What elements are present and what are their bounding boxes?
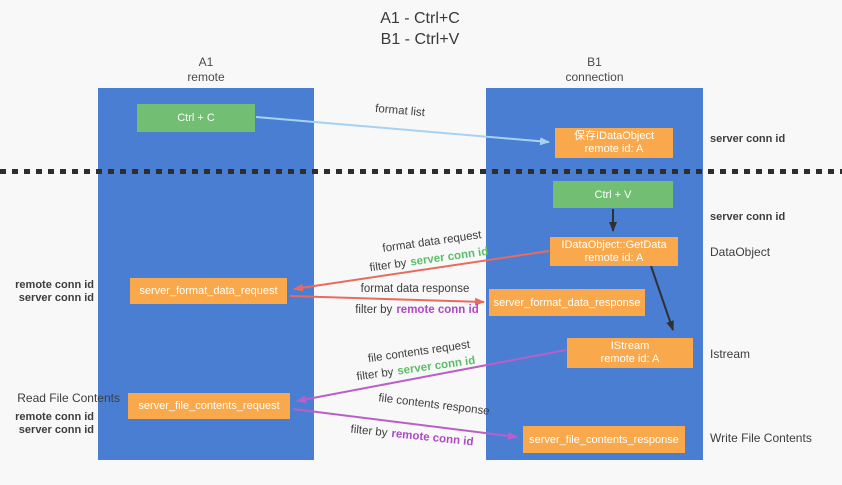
server-conn-id-label-top-left: server conn id [18, 292, 94, 304]
istream-box: IStream remote id: A [567, 338, 693, 368]
format-data-response-arrow [289, 295, 485, 306]
save-idataobject-line2: remote id: A [584, 143, 644, 155]
filter-by-text: filter by [368, 257, 408, 275]
getdata-line1: IDataObject::GetData [561, 238, 667, 251]
save-idataobject-line1: 保存IDataObject [573, 130, 655, 142]
lifeline-b1-role: connection [565, 70, 624, 84]
getdata-line2: remote id: A [584, 251, 644, 264]
filter-by-text: filter by [355, 304, 393, 316]
istream-side-label: Istream [710, 347, 751, 361]
remote-conn-id-text: remote conn id [396, 304, 479, 316]
format-list-label: format list [374, 102, 426, 120]
lifeline-header-a1: A1 remote [98, 55, 314, 85]
remote-conn-id-text: remote conn id [390, 427, 475, 449]
file-contents-response-label: file contents response [377, 392, 491, 418]
dataobject-label: DataObject [710, 245, 771, 259]
lifeline-a1-role: remote [187, 70, 225, 84]
filter-by-text: filter by [355, 366, 395, 384]
title-line-a1: A1 - Ctrl+C [380, 10, 460, 27]
server-file-contents-response-box: server_file_contents_response [523, 426, 685, 453]
lifeline-header-b1: B1 connection [486, 55, 703, 85]
boundary-dashed-line [0, 169, 842, 174]
server-format-data-response-box: server_format_data_response [489, 289, 645, 316]
title-line-b1: B1 - Ctrl+V [380, 31, 460, 48]
server-conn-id-label-bottom-left: server conn id [18, 424, 94, 436]
remote-conn-id-label-top-left: remote conn id [15, 279, 94, 291]
write-file-contents-label: Write File Contents [710, 431, 812, 445]
server-conn-id-label-mid-right: server conn id [710, 211, 786, 223]
remote-conn-id-label-bottom-left: remote conn id [15, 411, 94, 423]
read-file-contents-label: Read File Contents [17, 391, 120, 405]
istream-line2: remote id: A [600, 353, 660, 365]
istream-line1: IStream [610, 340, 650, 352]
lifeline-a1-name: A1 [198, 55, 214, 69]
save-idataobject-box: 保存IDataObject remote id: A [555, 128, 673, 158]
server-conn-id-label-top-right: server conn id [710, 133, 786, 145]
server-file-contents-request-box: server_file_contents_request [128, 393, 290, 419]
ctrl-v-box: Ctrl + V [553, 181, 673, 208]
diagram-title: A1 - Ctrl+C B1 - Ctrl+V [290, 8, 550, 50]
server-format-data-request-box: server_format_data_request [130, 278, 287, 304]
ctrl-c-box: Ctrl + C [137, 104, 255, 132]
filter-by-text: filter by [349, 423, 389, 440]
format-data-response-label: format data response [360, 283, 470, 295]
lifeline-b1-name: B1 [587, 55, 602, 69]
getdata-box: IDataObject::GetData remote id: A [550, 237, 678, 266]
